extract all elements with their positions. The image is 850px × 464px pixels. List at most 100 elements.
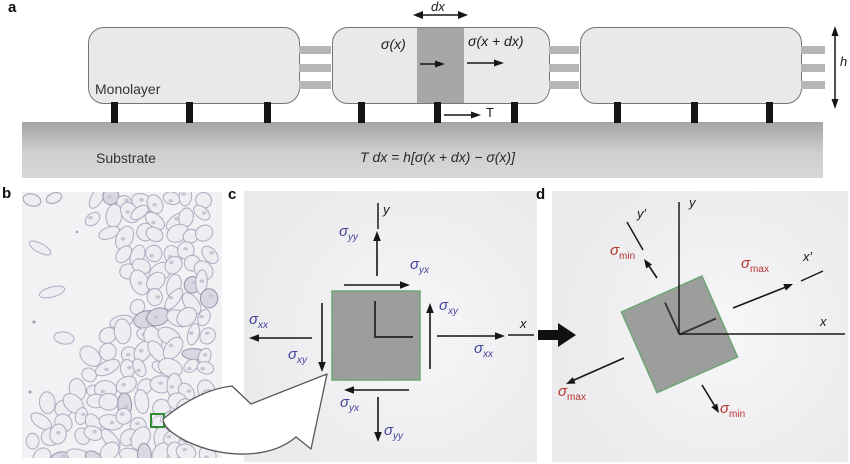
adhesion-peg	[264, 102, 271, 123]
cell-blob	[115, 245, 133, 264]
cell-nucleus	[174, 216, 179, 221]
cell-nucleus	[151, 220, 156, 225]
cell-nucleus	[182, 447, 188, 452]
sigma-xx-left-label: σxx	[249, 311, 268, 331]
panel-c-label: c	[228, 186, 237, 203]
sigma-subscript: yy	[348, 232, 359, 243]
sigma-subscript: xy	[448, 306, 459, 317]
equation: T dx = h[σ(x + dx) − σ(x)]	[360, 149, 515, 165]
cell-blob	[115, 375, 137, 394]
cell-blob	[38, 391, 56, 415]
panel-b-label: b	[2, 185, 12, 202]
cell-blob	[98, 392, 119, 411]
cell-nucleus	[120, 237, 126, 241]
y-prime-axis-label: y′	[637, 206, 646, 221]
cell-nucleus	[123, 404, 129, 409]
cell-nucleus	[158, 381, 164, 385]
cell-blob	[145, 226, 164, 243]
sigma-symbol: σ	[610, 242, 620, 259]
sigma-max-lower-label: σmax	[558, 383, 586, 403]
cell-nucleus	[199, 279, 205, 283]
cell-blob	[22, 193, 42, 207]
cell-nucleus	[138, 348, 144, 353]
cell-nucleus	[168, 199, 174, 203]
junction-bar	[549, 64, 579, 72]
sigma-symbol: σ	[558, 383, 568, 400]
sigma-subscript: max	[750, 264, 769, 275]
dx-label: dx	[431, 0, 445, 14]
debris-dot	[75, 230, 79, 234]
sigma-symbol: σ	[249, 311, 259, 328]
cell-nucleus	[168, 260, 174, 265]
debris-dot	[32, 320, 36, 324]
cell-blob	[164, 255, 183, 275]
cell-nucleus	[92, 429, 98, 434]
sigma-xy-right-label: σxy	[439, 297, 459, 317]
panel-d-label: d	[536, 186, 546, 203]
cell-left	[88, 27, 300, 104]
cell-blob	[98, 225, 121, 240]
sigma-x-label: σ(x)	[381, 36, 406, 52]
cell-nucleus	[205, 398, 210, 402]
cell-nucleus	[121, 382, 127, 387]
cell-nucleus	[169, 385, 175, 389]
sigma-symbol: σ	[741, 255, 751, 272]
x-axis-label: x	[820, 314, 827, 329]
sigma-symbol: σ	[288, 346, 298, 363]
sigma-xx-right-label: σxx	[474, 340, 493, 360]
cell-nucleus	[61, 454, 66, 458]
sigma-symbol: σ	[339, 223, 349, 240]
adhesion-peg	[434, 102, 441, 123]
junction-bar	[549, 81, 579, 89]
sigma-x-dx-label: σ(x + dx)	[468, 33, 524, 49]
adhesion-peg	[614, 102, 621, 123]
adhesion-peg	[766, 102, 773, 123]
isolated-cell	[38, 285, 66, 299]
cell-blob	[146, 271, 166, 291]
sigma-symbol: σ	[474, 340, 484, 357]
sigma-symbol: σ	[410, 256, 420, 273]
sigma-symbol: σ	[340, 394, 350, 411]
height-label: h	[840, 54, 848, 69]
cell-blob	[25, 432, 40, 450]
cell-nucleus	[152, 202, 158, 207]
cell-nucleus	[186, 366, 192, 371]
cell-nucleus	[104, 367, 109, 372]
sigma-yy-bottom-label: σyy	[384, 422, 404, 442]
cell-nucleus	[199, 314, 204, 319]
cell-nucleus	[149, 253, 154, 258]
cell-nucleus	[202, 413, 208, 417]
cell-blob	[134, 388, 150, 415]
cell-nucleus	[205, 440, 211, 445]
cell-monolayer-image	[22, 185, 222, 464]
sigma-min-lower-label: σmin	[720, 400, 745, 420]
panel-a-label: a	[8, 0, 17, 16]
cell-nucleus	[202, 353, 208, 357]
cell-nucleus	[208, 293, 214, 298]
cell-blob	[193, 204, 211, 221]
cell-blob	[197, 308, 211, 327]
panel-d-bg	[552, 191, 848, 462]
cell-blob	[146, 287, 163, 307]
cell-nucleus	[168, 295, 174, 300]
adhesion-peg	[111, 102, 118, 123]
cell-nucleus	[119, 412, 125, 416]
cell-nucleus	[168, 343, 174, 348]
cell-blob	[113, 318, 132, 345]
cell-nucleus	[107, 195, 112, 199]
sigma-subscript: yy	[393, 431, 404, 442]
cell-nucleus	[136, 368, 141, 373]
substrate-label: Substrate	[96, 150, 156, 166]
cell-blob	[176, 306, 198, 327]
cell-nucleus	[166, 434, 172, 439]
cell-blob	[145, 244, 163, 263]
cell-nucleus	[127, 365, 132, 370]
debris-dot	[28, 390, 32, 394]
cell-nucleus	[209, 250, 215, 255]
cell-nucleus	[153, 315, 159, 319]
roi-marker	[150, 413, 165, 428]
junction-bar	[299, 64, 331, 72]
y-axis-label: y	[689, 195, 696, 210]
cell-blob	[84, 211, 101, 227]
